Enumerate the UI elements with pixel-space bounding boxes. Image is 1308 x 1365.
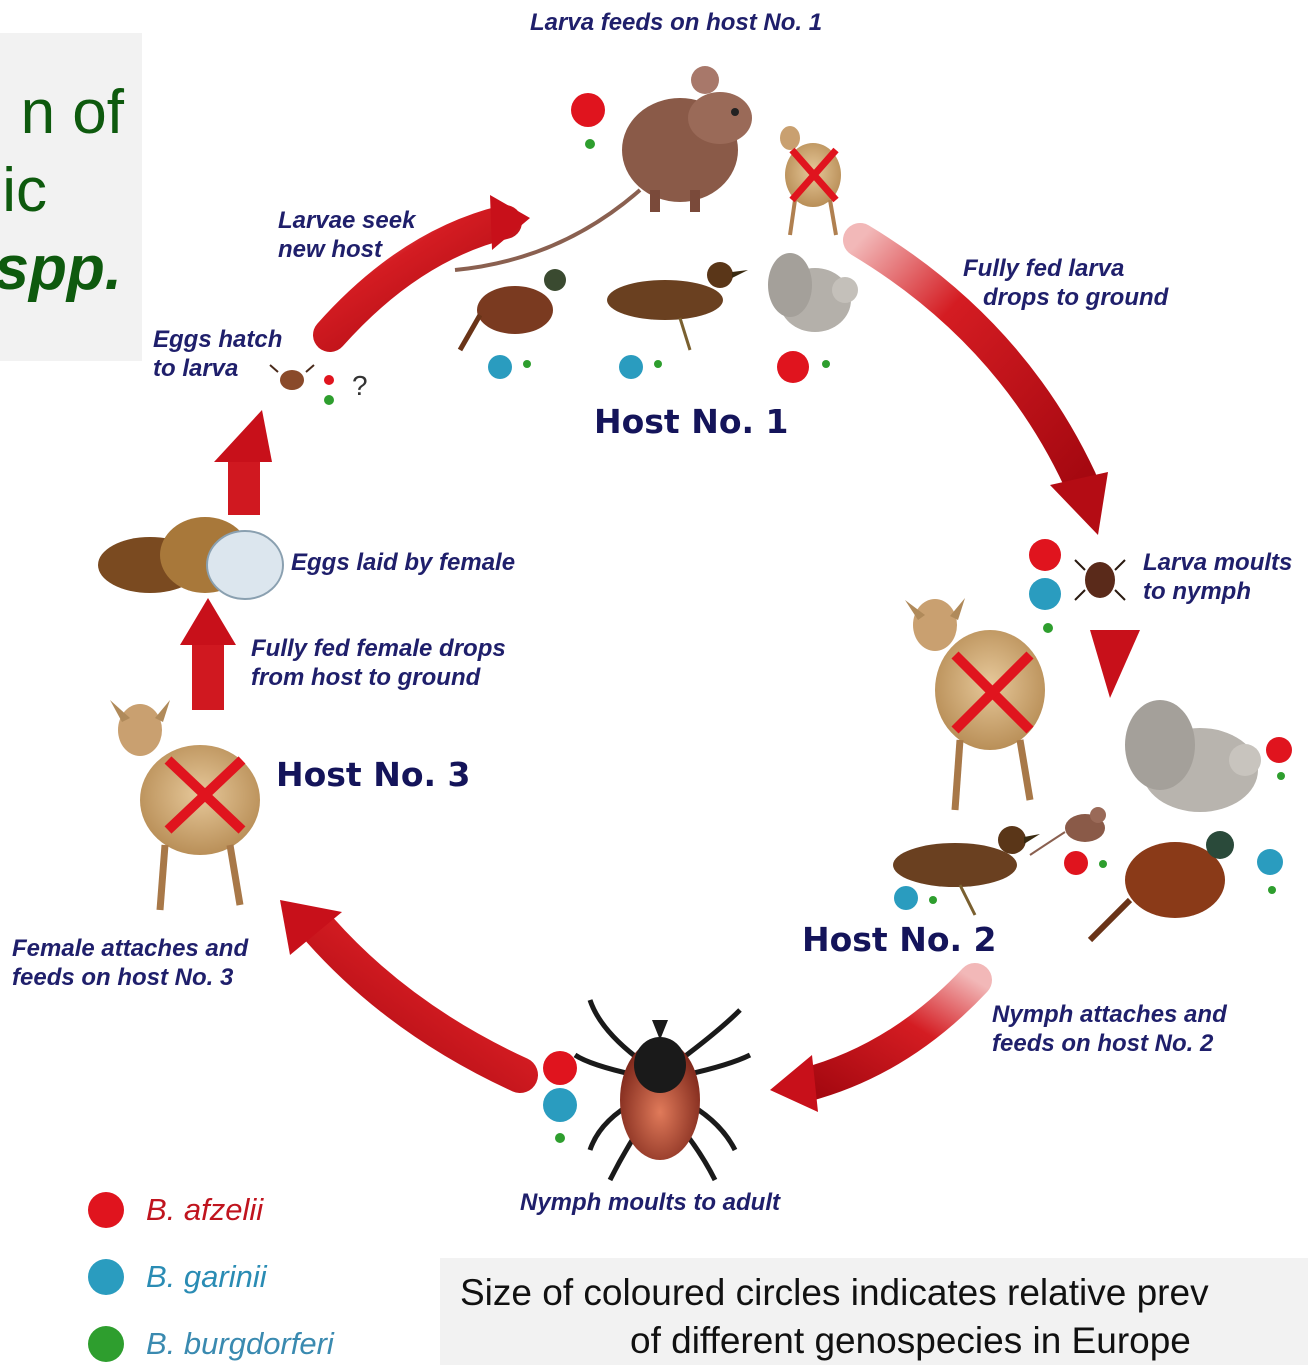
label-larva-moults-2: to nymph	[1143, 577, 1251, 606]
label-eggs-hatch-1: Eggs hatch	[153, 325, 282, 354]
question-mark: ?	[352, 370, 368, 402]
pheasant-host2	[1090, 831, 1234, 940]
note-line-1: Size of coloured circles indicates relat…	[460, 1272, 1209, 1314]
arrow-female-attaches	[280, 900, 520, 1075]
legend-label: B. burgdorferi	[146, 1326, 334, 1362]
legend-dot-green	[88, 1326, 124, 1362]
deer-host3	[110, 700, 260, 910]
legend-item-garinii: B. garinii	[88, 1257, 267, 1297]
host-3-label: Host No. 3	[276, 755, 470, 794]
thrush-host1	[607, 262, 748, 350]
legend-label: B. afzelii	[146, 1192, 263, 1228]
arrow-female-drops	[180, 598, 236, 710]
label-fully-fed-larva-1: Fully fed larva	[963, 254, 1124, 283]
label-larvae-seek-1: Larvae seek	[278, 206, 415, 235]
label-fully-fed-female-2: from host to ground	[251, 663, 480, 692]
squirrel-host2	[1125, 700, 1261, 812]
label-nymph-moults: Nymph moults to adult	[520, 1188, 780, 1217]
label-female-attaches-2: feeds on host No. 3	[12, 963, 233, 992]
label-nymph-attaches-2: feeds on host No. 2	[992, 1029, 1213, 1058]
legend-dot-blue	[88, 1259, 124, 1295]
label-female-attaches-1: Female attaches and	[12, 934, 248, 963]
label-fully-fed-larva-2: drops to ground	[983, 283, 1168, 312]
pheasant-host1	[460, 269, 566, 350]
legend-item-afzelii: B. afzelii	[88, 1190, 263, 1230]
eggs-cluster	[98, 517, 283, 599]
label-larvae-seek-2: new host	[278, 235, 382, 264]
arrow-eggs-hatch	[214, 410, 272, 515]
host-1-label: Host No. 1	[594, 402, 788, 441]
arrow-moult-nymph	[1090, 630, 1140, 698]
nymph-tick	[1075, 560, 1125, 600]
arrow-nymph-attaches	[770, 980, 975, 1112]
deer-host2	[905, 598, 1045, 810]
note-line-2: of different genospecies in Europe	[630, 1320, 1191, 1362]
note-box: Size of coloured circles indicates relat…	[440, 1258, 1308, 1365]
label-nymph-attaches-1: Nymph attaches and	[992, 1000, 1227, 1029]
label-fully-fed-female-1: Fully fed female drops	[251, 634, 506, 663]
legend-label: B. garinii	[146, 1259, 267, 1295]
label-larva-feeds: Larva feeds on host No. 1	[530, 8, 822, 37]
label-larva-moults-1: Larva moults	[1143, 548, 1292, 577]
adult-tick	[575, 1000, 750, 1180]
legend-item-burgdorferi: B. burgdorferi	[88, 1324, 334, 1364]
label-eggs-hatch-2: to larva	[153, 354, 238, 383]
deer-small-host1	[780, 126, 841, 235]
larva-tick	[270, 365, 314, 390]
squirrel-host1	[768, 253, 858, 332]
host-2-label: Host No. 2	[802, 920, 996, 959]
legend-dot-red	[88, 1192, 124, 1228]
label-eggs-laid: Eggs laid by female	[291, 548, 515, 577]
mouse-host2	[1030, 807, 1106, 855]
